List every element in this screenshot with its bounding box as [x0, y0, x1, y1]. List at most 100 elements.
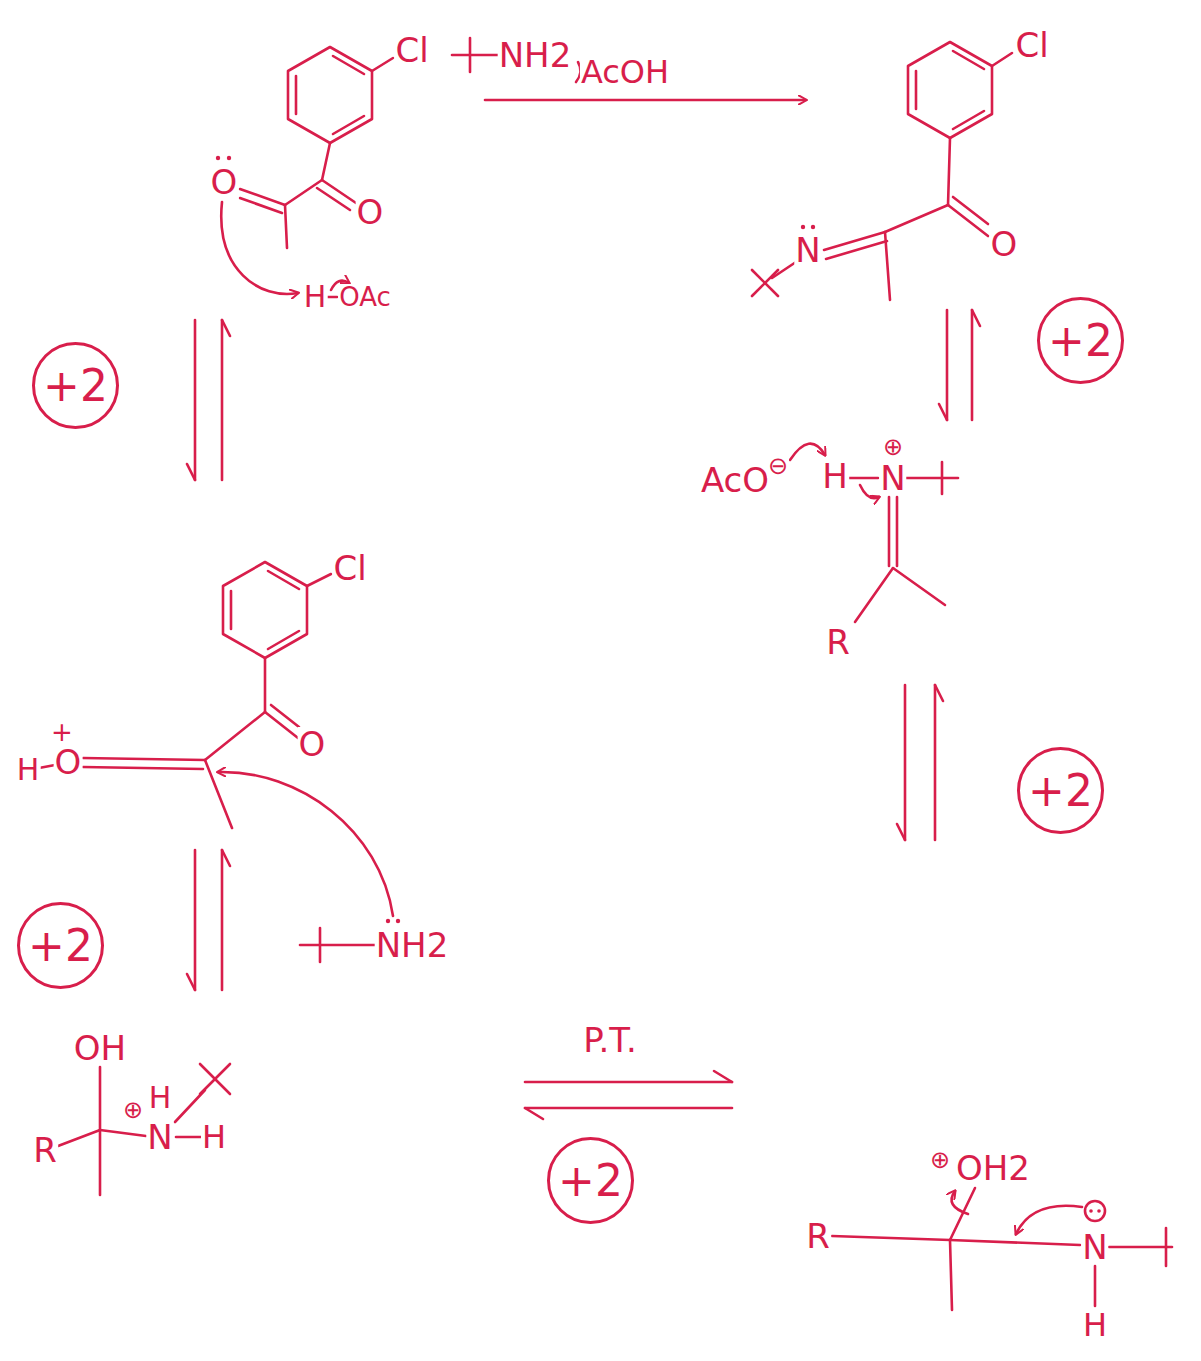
bond-line: [855, 568, 893, 622]
bond-line: [896, 497, 899, 566]
bond-line: [847, 477, 878, 480]
step-label: P.T.: [582, 1023, 638, 1057]
bond-line: [300, 944, 378, 947]
bond-line: [950, 1188, 975, 1240]
atom-label: Cl: [332, 551, 367, 585]
atom-label: OAc: [338, 284, 392, 310]
benzene-ring: [268, 571, 299, 589]
bond-line: [264, 658, 267, 712]
step-count: +2: [1048, 319, 1113, 363]
bond-line: [99, 1130, 102, 1195]
bond-line: [100, 1130, 146, 1136]
atom-label: N: [146, 1120, 173, 1154]
charge-symbol: ⊕: [122, 1098, 144, 1122]
bond-line: [285, 180, 322, 205]
tert-butyl: [1165, 1228, 1168, 1266]
benzene-ring: [908, 42, 992, 138]
charge-symbol: ⊕: [929, 1148, 951, 1172]
bond-line: [950, 1240, 952, 1310]
equilibrium-arrow: [934, 685, 937, 840]
equilibrium-arrow: [972, 310, 980, 326]
equilibrium-arrow: [714, 1071, 732, 1082]
atom-label: AcO: [700, 463, 770, 497]
atom-label: O: [356, 195, 385, 229]
curved-arrow: [952, 1191, 968, 1214]
bond-line: [906, 477, 958, 480]
atom-label: Cl: [1014, 28, 1049, 62]
bond-line: [824, 232, 885, 250]
equilibrium-arrow: [194, 850, 197, 990]
bond-line: [240, 58, 393, 297]
bond-line: [83, 758, 205, 760]
benzene-ring: [230, 591, 233, 629]
bond-line: [58, 1130, 100, 1146]
charge-symbol: ⊖: [767, 454, 789, 478]
bond-line: [948, 138, 950, 205]
atom-label: O: [54, 745, 83, 779]
atom-label: NH2: [375, 928, 450, 962]
bond-line: [832, 1188, 1172, 1310]
atom-label: H: [201, 1121, 227, 1153]
bond-line: [885, 232, 890, 300]
benzene-ring: [333, 116, 364, 134]
bond-line: [39, 765, 55, 768]
bond-line: [893, 568, 945, 605]
step-count: +2: [28, 924, 93, 968]
atom-label: H: [303, 282, 328, 312]
bond-line: [885, 205, 948, 232]
equilibrium-arrow: [935, 685, 943, 701]
bond-line: [83, 767, 203, 769]
step-count: +2: [43, 364, 108, 408]
benzene-ring: [223, 562, 307, 658]
bond-line: [772, 53, 1012, 300]
tert-butyl: [752, 270, 778, 296]
atom-label: N: [879, 461, 906, 495]
tert-butyl: [200, 1064, 230, 1094]
atom-label: H: [1082, 1309, 1108, 1341]
step-count-circle: +2: [547, 1137, 634, 1224]
bond-line: [832, 1236, 950, 1240]
step-count-circle: +2: [17, 902, 104, 989]
step-count-circle: +2: [1017, 747, 1104, 834]
benzene-ring: [268, 631, 299, 649]
atom-label: H: [148, 1083, 173, 1113]
bond-line: [240, 198, 282, 213]
bond-line: [1094, 1266, 1097, 1306]
lone-pair: [216, 156, 220, 160]
reagent-label: AcOH: [580, 56, 670, 88]
charge-symbol: ⊕: [882, 435, 904, 459]
lone-pair: [1085, 1201, 1105, 1221]
atom-label: O: [298, 727, 327, 761]
bond-line: [322, 143, 330, 180]
curved-arrow: [790, 444, 825, 460]
equilibrium-arrow: [221, 320, 224, 480]
lone-pair: [1097, 1209, 1101, 1213]
lone-pair: [216, 156, 231, 160]
step-count: +2: [558, 1159, 623, 1203]
atom-label: H: [16, 755, 41, 785]
tert-butyl: [319, 928, 322, 962]
equilibrium-arrow: [904, 685, 907, 840]
atom-label: N: [1081, 1230, 1108, 1264]
lone-pair: [801, 225, 805, 229]
tert-butyl: [941, 462, 944, 494]
atom-label: R: [32, 1133, 58, 1167]
equilibrium-arrow: [187, 464, 195, 480]
lone-pair: [1085, 1201, 1105, 1221]
curved-arrow: [221, 202, 349, 294]
benzene-ring: [908, 42, 992, 138]
lone-pair: [801, 225, 815, 229]
curved-arrow: [221, 202, 298, 294]
tert-butyl: [452, 54, 500, 57]
bond-line: [372, 58, 393, 71]
curved-arrow: [1016, 1206, 1082, 1234]
bond-line: [317, 188, 350, 210]
equilibrium-arrow: [946, 310, 949, 420]
benzene-ring: [288, 47, 372, 143]
atom-label: N: [794, 233, 821, 267]
bond-line: [847, 478, 958, 622]
atom-label: O: [990, 227, 1019, 261]
bond-line: [888, 497, 891, 566]
benzene-ring: [953, 111, 984, 129]
equilibrium-arrow: [187, 310, 980, 1119]
